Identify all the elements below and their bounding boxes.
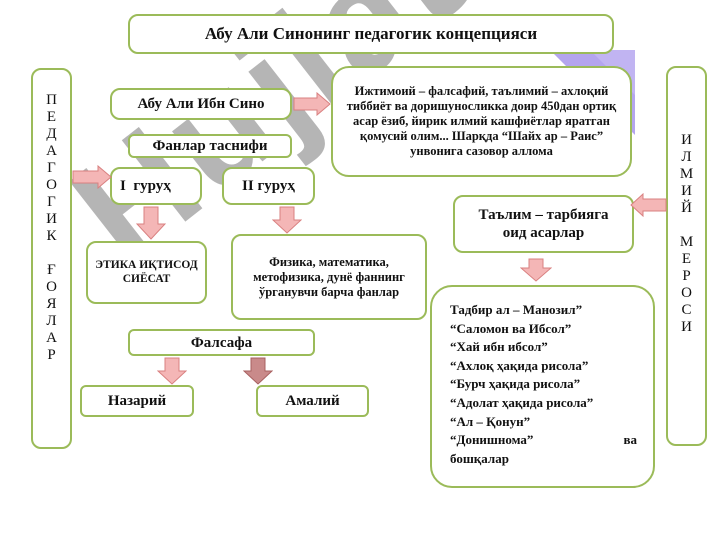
works-list-item: “Бурч ҳақида рисола” <box>450 376 581 392</box>
theoretical-text: Назарий <box>107 393 167 409</box>
arrow-left-icon <box>630 193 667 217</box>
theoretical-box: Назарий <box>80 385 194 417</box>
arrow-down-icon <box>136 206 166 240</box>
vertical-letter: Д <box>46 126 57 142</box>
group2-text: II гуруҳ <box>242 178 295 194</box>
diagram-title: Абу Али Синонинг педагогик концепцияси <box>128 14 614 54</box>
education-works-box: Таълим – тарбияга оид асарлар <box>453 195 634 253</box>
vertical-letter: И <box>681 183 692 199</box>
practical-text: Амалий <box>285 393 340 409</box>
group1-box: I гуруҳ <box>110 167 202 205</box>
vertical-letter: О <box>681 285 692 301</box>
works-list-item: “Саломон ва Ибсол” <box>450 320 572 336</box>
vertical-letter: М <box>679 234 694 250</box>
philosophy-box: Фалсафа <box>128 329 315 356</box>
vertical-letter: О <box>46 279 57 295</box>
vertical-letter <box>685 217 689 234</box>
vertical-letter: Й <box>681 200 692 216</box>
vertical-letter: К <box>46 228 57 244</box>
works-list-item: Тадбир ал – Манозил” <box>450 302 583 317</box>
vertical-letter: А <box>46 143 57 159</box>
works-list-item-part: ва <box>623 432 637 448</box>
works-list-box: Тадбир ал – Манозил” “Саломон ва Ибсол” “Х… <box>430 285 655 488</box>
works-list-item: “Ал – Қонун” <box>450 413 531 429</box>
vertical-letter: Я <box>46 296 57 312</box>
vertical-letter <box>50 245 54 262</box>
group2-box: II гуруҳ <box>222 167 315 205</box>
physics-box: Физика, математика, метофизика, дунё фан… <box>231 234 427 320</box>
arrow-down-icon <box>272 206 302 234</box>
works-list-item: “Ахлоқ ҳақида рисола” <box>450 357 589 373</box>
vertical-letter: Р <box>682 268 691 284</box>
vertical-letter: Г <box>47 194 56 210</box>
practical-box: Амалий <box>256 385 369 417</box>
vertical-letter: П <box>46 92 57 108</box>
arrow-right-icon <box>72 165 112 189</box>
works-list-item: “Адолат ҳақида рисола” <box>450 394 594 410</box>
description-box: Ижтимоий – фалсафий, таълимий – ахлоқий … <box>331 66 632 177</box>
group1-text: I гуруҳ <box>120 178 171 194</box>
vertical-letter: А <box>46 330 57 346</box>
vertical-letter: Л <box>46 313 57 329</box>
classification-text: Фанлар таснифи <box>152 138 268 154</box>
vertical-letter: Г <box>47 160 56 176</box>
vertical-letter: И <box>681 319 692 335</box>
ethics-box: ЭТИКА ИҚТИСОД СИЁСАТ <box>86 241 207 304</box>
vertical-letter: Р <box>47 347 56 363</box>
ethics-text: ЭТИКА ИҚТИСОД СИЁСАТ <box>95 258 198 285</box>
works-list-item-part: “Донишнома” <box>450 432 534 448</box>
arrow-down-icon <box>243 357 273 385</box>
name-box: Абу Али Ибн Сино <box>110 88 292 120</box>
classification-box: Фанлар таснифи <box>128 134 292 158</box>
arrow-down-icon <box>157 357 187 385</box>
works-list-item: “Хай ибн ибсол” <box>450 339 548 355</box>
name-text: Абу Али Ибн Сино <box>137 96 265 112</box>
arrow-right-icon <box>293 92 331 116</box>
vertical-letter: Е <box>681 251 692 267</box>
vertical-letter: И <box>46 211 57 227</box>
vertical-letter: Ғ <box>47 262 56 278</box>
philosophy-text: Фалсафа <box>190 334 253 351</box>
diagram-title-text: Абу Али Синонинг педагогик концепцияси <box>204 23 538 43</box>
description-text: Ижтимоий – фалсафий, таълимий – ахлоқий … <box>346 84 617 158</box>
vertical-letter: Е <box>46 109 57 125</box>
works-list-item: бошқалар <box>450 450 509 466</box>
vertical-letter: Л <box>681 149 692 165</box>
works-list-item: “Донишнома” ва <box>450 431 637 450</box>
vertical-letter: М <box>679 166 694 182</box>
vertical-letter: С <box>681 302 692 318</box>
education-works-text: Таълим – тарбияга оид асарлар <box>478 207 609 241</box>
vertical-letter: О <box>46 177 57 193</box>
physics-text: Физика, математика, метофизика, дунё фан… <box>253 254 405 299</box>
vertical-letter: И <box>681 132 692 148</box>
arrow-down-icon <box>520 258 552 282</box>
